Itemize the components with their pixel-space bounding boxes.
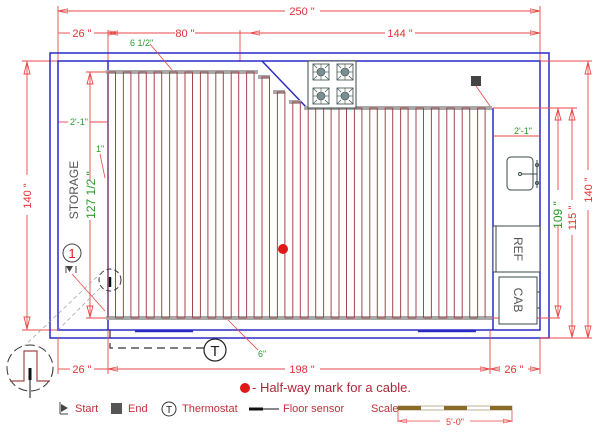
dim-top-middle: 80 " — [175, 28, 194, 40]
right-dimensions — [492, 60, 592, 339]
legend-end-label: End — [128, 403, 148, 415]
scale-bar — [397, 405, 513, 422]
dim-overall-width: 250 " — [289, 6, 314, 18]
legend-scale-label: Scale — [371, 403, 399, 415]
sink — [506, 156, 539, 191]
thermostat-symbol: T — [210, 343, 219, 360]
cable-spacing-leader — [149, 43, 173, 71]
halfway-legend-icon — [240, 383, 250, 393]
start-marker: 1 — [62, 243, 106, 312]
svg-text:T: T — [166, 405, 172, 416]
note-cable-spacing: 6 1/2" — [130, 38, 153, 48]
end-legend-icon — [111, 403, 122, 414]
note-bottom-offset: 6" — [258, 349, 266, 359]
top-dimensions — [57, 6, 541, 75]
walls — [49, 52, 550, 339]
dim-right-middle: 115 " — [567, 206, 579, 231]
dim-bottom-left: 26 " — [72, 364, 91, 376]
bottom-dimensions — [57, 330, 541, 374]
thermostat-legend-icon: T — [161, 401, 177, 417]
dim-right-overall: 140 " — [583, 177, 595, 202]
dim-top-right: 144 " — [387, 28, 412, 40]
note-storage-depth: 127 1/2 " — [84, 171, 98, 219]
note-left-offset: 2'-1" — [70, 117, 88, 127]
legend-start-label: Start — [75, 403, 98, 415]
room-label-ref: REF — [511, 237, 525, 261]
room-label-cab: CAB — [511, 288, 525, 313]
cabinet: CAB — [498, 276, 540, 325]
bottom-offset-leader — [227, 319, 259, 351]
note-right-offset: 2'-1" — [514, 126, 532, 136]
legend-scale-value: 5'-0" — [446, 417, 464, 427]
room-label-storage: STORAGE — [67, 161, 81, 219]
legend: - Half-way mark for a cable. Start End T… — [59, 380, 513, 427]
refrigerator: REF — [492, 225, 541, 273]
start-marker-number: 1 — [68, 246, 75, 261]
halfway-mark — [278, 244, 288, 254]
dim-top-left: 26 " — [72, 28, 91, 40]
thermostat-wire: T — [109, 330, 227, 362]
start-legend-icon — [59, 402, 68, 415]
end-marker — [471, 76, 481, 86]
legend-thermostat-label: Thermostat — [182, 403, 238, 415]
heating-cable-loops — [107, 71, 486, 319]
dim-bottom-middle: 198 " — [289, 364, 314, 376]
wall-gap-leader — [99, 153, 106, 179]
legend-floor-sensor-label: Floor sensor — [283, 403, 344, 415]
floor-sensor-callout — [6, 268, 122, 398]
dim-right-inner: 109 " — [551, 201, 565, 229]
dim-bottom-right: 26 " — [504, 364, 523, 376]
legend-halfway-text: - Half-way mark for a cable. — [252, 380, 411, 395]
note-wall-gap: 1" — [96, 144, 104, 154]
dim-left-height: 140 " — [22, 183, 34, 208]
stove — [307, 60, 357, 109]
